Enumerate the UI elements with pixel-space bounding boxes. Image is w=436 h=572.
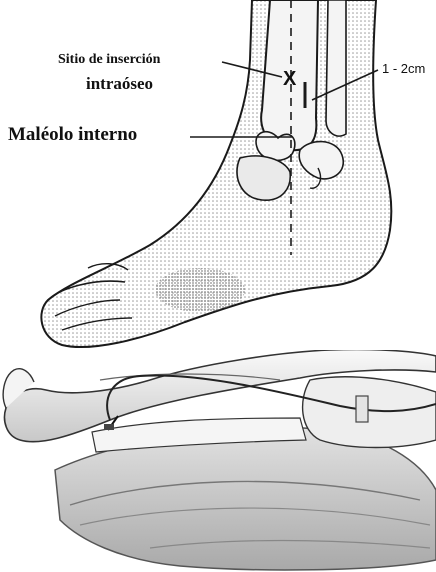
tape-strap <box>356 396 368 422</box>
fibula-bone <box>326 0 346 136</box>
leg-infusion-diagram <box>0 350 436 572</box>
insertion-site-label-line1: Sitio de inserción <box>58 52 160 68</box>
insertion-x-mark: X <box>283 68 296 91</box>
medial-malleolus-label: Maléolo interno <box>8 124 137 146</box>
distance-label: 1 - 2cm <box>382 61 425 76</box>
insertion-site-label-line2: intraóseo <box>86 74 153 94</box>
